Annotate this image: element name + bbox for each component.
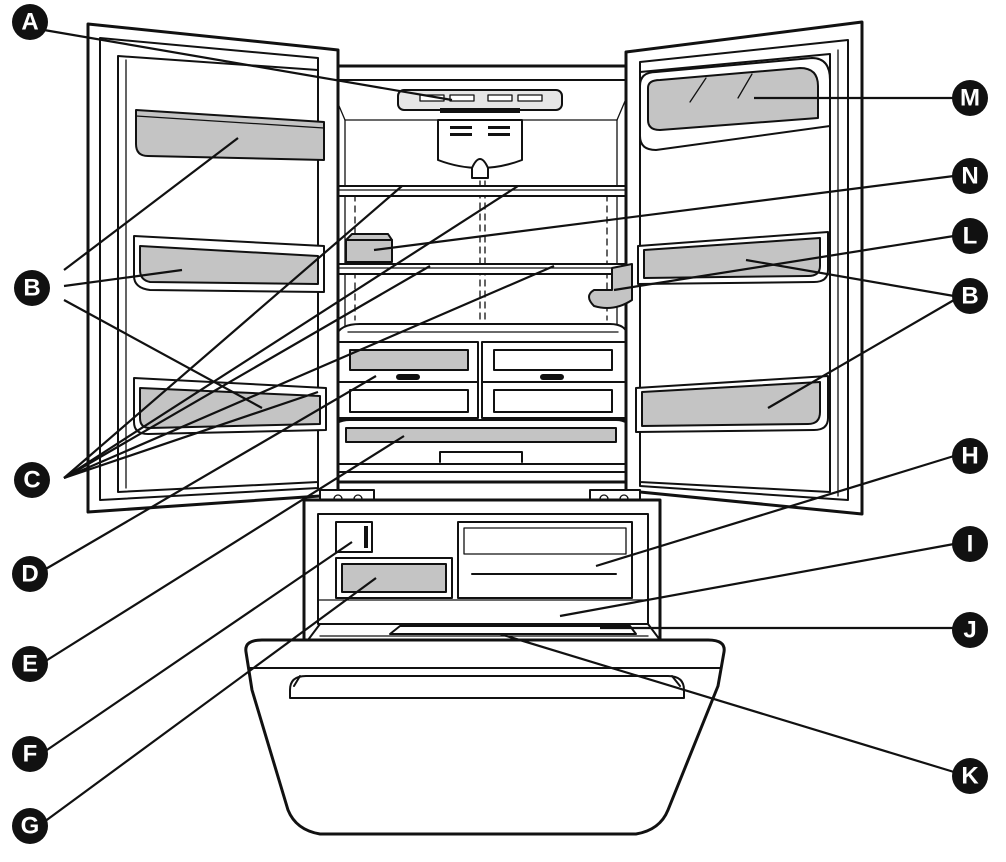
callout-a-label: A: [21, 9, 38, 36]
callout-i-label: I: [967, 531, 974, 558]
leader-i: [559, 542, 955, 618]
control-panel: [397, 89, 563, 113]
callout-c: C: [14, 462, 50, 498]
leader-l: [613, 234, 955, 292]
leader-g: [43, 577, 377, 823]
leader-c-1: [63, 185, 403, 479]
leader-lines: [43, 28, 955, 823]
callout-f: F: [12, 736, 48, 772]
callout-n: N: [952, 158, 988, 194]
leader-b-right-2: [767, 299, 955, 409]
callout-j-label: J: [963, 617, 976, 644]
callout-m: M: [952, 80, 988, 116]
callout-k: K: [952, 758, 988, 794]
leader-a: [43, 28, 453, 102]
right-door-bin-middle: [637, 231, 829, 285]
callout-l: L: [952, 218, 988, 254]
crisper-drawers: [335, 323, 629, 421]
callout-h: H: [952, 438, 988, 474]
leader-k: [499, 632, 955, 774]
callout-n-label: N: [961, 163, 978, 190]
leader-h: [595, 454, 955, 568]
leader-c-2: [63, 185, 519, 479]
leader-n: [373, 174, 955, 252]
utility-bin: [345, 233, 393, 263]
callout-b-left-label: B: [23, 275, 40, 302]
leader-b-right-1: [745, 258, 955, 298]
callout-e-label: E: [22, 651, 38, 678]
callout-j: J: [952, 612, 988, 648]
leader-c-5: [63, 390, 319, 480]
door-hinge-bin: [588, 263, 633, 309]
leader-b-left-2: [63, 268, 183, 288]
callout-d: D: [12, 556, 48, 592]
callout-c-label: C: [23, 467, 40, 494]
callout-g-label: G: [21, 813, 40, 840]
callout-l-label: L: [963, 223, 978, 250]
leader-c-4: [63, 264, 555, 480]
left-door-bin-middle: [133, 235, 325, 293]
leader-b-left-3: [63, 299, 263, 409]
ice-maker: [335, 521, 453, 599]
callout-d-label: D: [21, 561, 38, 588]
callout-m-label: M: [960, 85, 980, 112]
right-door-bin-lower: [635, 375, 829, 433]
leader-f: [43, 541, 353, 753]
callout-a: A: [12, 4, 48, 40]
left-door-bin-upper: [135, 109, 325, 161]
callout-g: G: [12, 808, 48, 844]
freezer-ice-bin: [457, 521, 633, 599]
callout-b-right-label: B: [961, 283, 978, 310]
leader-c-3: [63, 265, 431, 479]
freezer-drawer: [307, 623, 661, 641]
leader-d: [43, 375, 377, 571]
callout-h-label: H: [961, 443, 978, 470]
callout-b-right: B: [952, 278, 988, 314]
dairy-compartment: [639, 57, 831, 151]
callout-f-label: F: [23, 741, 38, 768]
callout-e: E: [12, 646, 48, 682]
air-vent-housing: [437, 119, 523, 179]
glass-shelf-lower: [327, 263, 635, 275]
glass-shelf-upper: [327, 185, 635, 197]
callout-k-label: K: [961, 763, 979, 790]
ice-cube-tray: [463, 527, 627, 555]
leader-b-left-1: [63, 137, 239, 271]
callout-b-left: B: [14, 270, 50, 306]
freezer-drawer-front: [244, 638, 726, 836]
full-width-drawer: [329, 419, 633, 465]
leader-e: [43, 435, 405, 663]
callout-i: I: [952, 526, 988, 562]
